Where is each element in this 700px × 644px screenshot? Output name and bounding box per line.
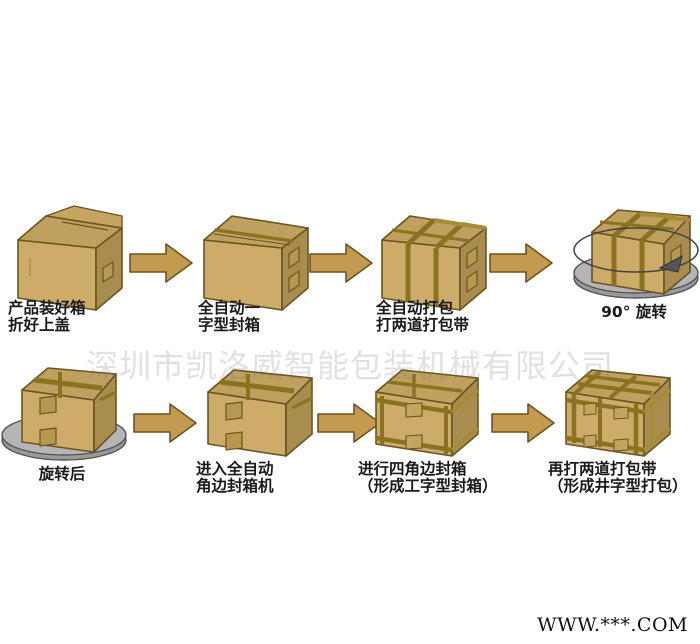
- rotation-arrowhead: [658, 255, 683, 273]
- step-3-label: 全自动打包 打两道打包带: [376, 300, 469, 334]
- step-2-label-line-1: 全自动一: [198, 299, 261, 317]
- step-4-label-line-1: 90° 旋转: [601, 303, 667, 321]
- step-8-label-line-1: 再打两道打包带: [548, 460, 657, 478]
- step-5-label: 旋转后: [39, 466, 86, 483]
- step-6-label-line-1: 进入全自动: [196, 460, 274, 478]
- rotation-ellipse: [573, 227, 699, 273]
- step-8-label-line-2: （形成井字型打包）: [548, 477, 688, 495]
- step-5-rotated-on-turntable: [1, 367, 127, 461]
- step-4-label: 90° 旋转: [601, 304, 667, 321]
- step-7-label-line-2: （形成工字型封箱）: [358, 477, 498, 495]
- step-6-box-rotated: [207, 369, 313, 457]
- step-2-label: 全自动一 字型封箱: [198, 300, 260, 334]
- step-6-label-line-2: 角边封箱机: [196, 477, 274, 495]
- step-7-label: 进行四角边封箱 （形成工字型封箱）: [358, 461, 498, 495]
- step-4-box-on-turntable: [573, 209, 699, 299]
- step-3-label-line-1: 全自动打包: [376, 299, 454, 317]
- step-3-label-line-2: 打两道打包带: [376, 316, 470, 334]
- step-7-label-line-1: 进行四角边封箱: [358, 460, 467, 478]
- step-1-box-open-flaps: [17, 205, 123, 311]
- step-7-box-corner-sealed: [375, 369, 480, 457]
- step-1-label-line-1: 产品装好箱: [8, 299, 86, 317]
- step-1-label-line-2: 折好上盖: [8, 316, 71, 334]
- step-3-box-two-straps: [381, 215, 487, 311]
- website-url: WWW.***.COM: [537, 614, 688, 636]
- step-2-box-taped: [203, 215, 309, 311]
- step-8-label: 再打两道打包带 （形成井字型打包）: [548, 461, 688, 495]
- step-6-label: 进入全自动 角边封箱机: [196, 461, 274, 495]
- step-8-box-cross-strapped: [565, 369, 672, 457]
- step-1-label: 产品装好箱 折好上盖: [8, 300, 86, 334]
- step-5-label-line-1: 旋转后: [38, 465, 86, 483]
- step-2-label-line-2: 字型封箱: [198, 316, 261, 334]
